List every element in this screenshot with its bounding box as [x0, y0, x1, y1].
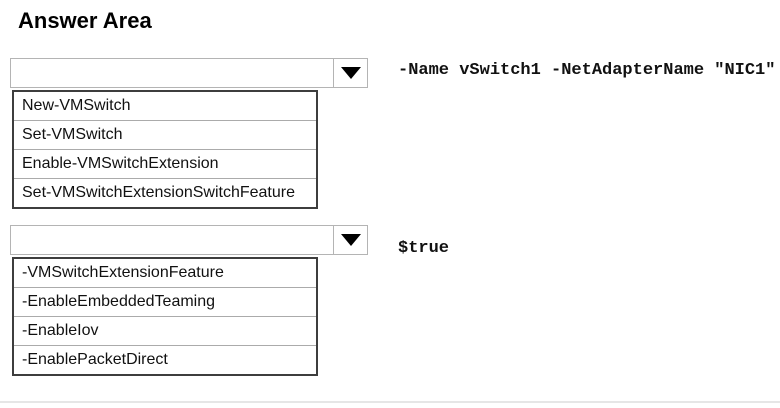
dropdown-option[interactable]: -EnablePacketDirect [14, 346, 316, 374]
dropdown-option[interactable]: Set-VMSwitch [14, 121, 316, 150]
cmdlet-options-list: New-VMSwitch Set-VMSwitch Enable-VMSwitc… [12, 90, 318, 209]
caret-down-icon [340, 234, 361, 246]
dropdown-option[interactable]: -EnableEmbeddedTeaming [14, 288, 316, 317]
dropdown-option[interactable]: Set-VMSwitchExtensionSwitchFeature [14, 179, 316, 207]
bottom-divider [0, 401, 780, 403]
dropdown-option[interactable]: -VMSwitchExtensionFeature [14, 259, 316, 288]
page-title: Answer Area [18, 8, 152, 33]
dropdown-option[interactable]: -EnableIov [14, 317, 316, 346]
caret-down-icon [340, 67, 361, 79]
parameter-options-list: -VMSwitchExtensionFeature -EnableEmbedde… [12, 257, 318, 376]
dropdown-option[interactable]: Enable-VMSwitchExtension [14, 150, 316, 179]
cmdlet-dropdown-button[interactable] [333, 59, 367, 87]
cmdlet-dropdown[interactable] [10, 58, 368, 88]
cmdlet-dropdown-value[interactable] [11, 59, 333, 87]
code-suffix-line1: -Name vSwitch1 -NetAdapterName "NIC1" [398, 61, 776, 80]
code-suffix-line2: $true [398, 239, 450, 258]
parameter-dropdown-value[interactable] [11, 226, 333, 254]
dropdown-option[interactable]: New-VMSwitch [14, 92, 316, 121]
parameter-dropdown-button[interactable] [333, 226, 367, 254]
parameter-dropdown[interactable] [10, 225, 368, 255]
